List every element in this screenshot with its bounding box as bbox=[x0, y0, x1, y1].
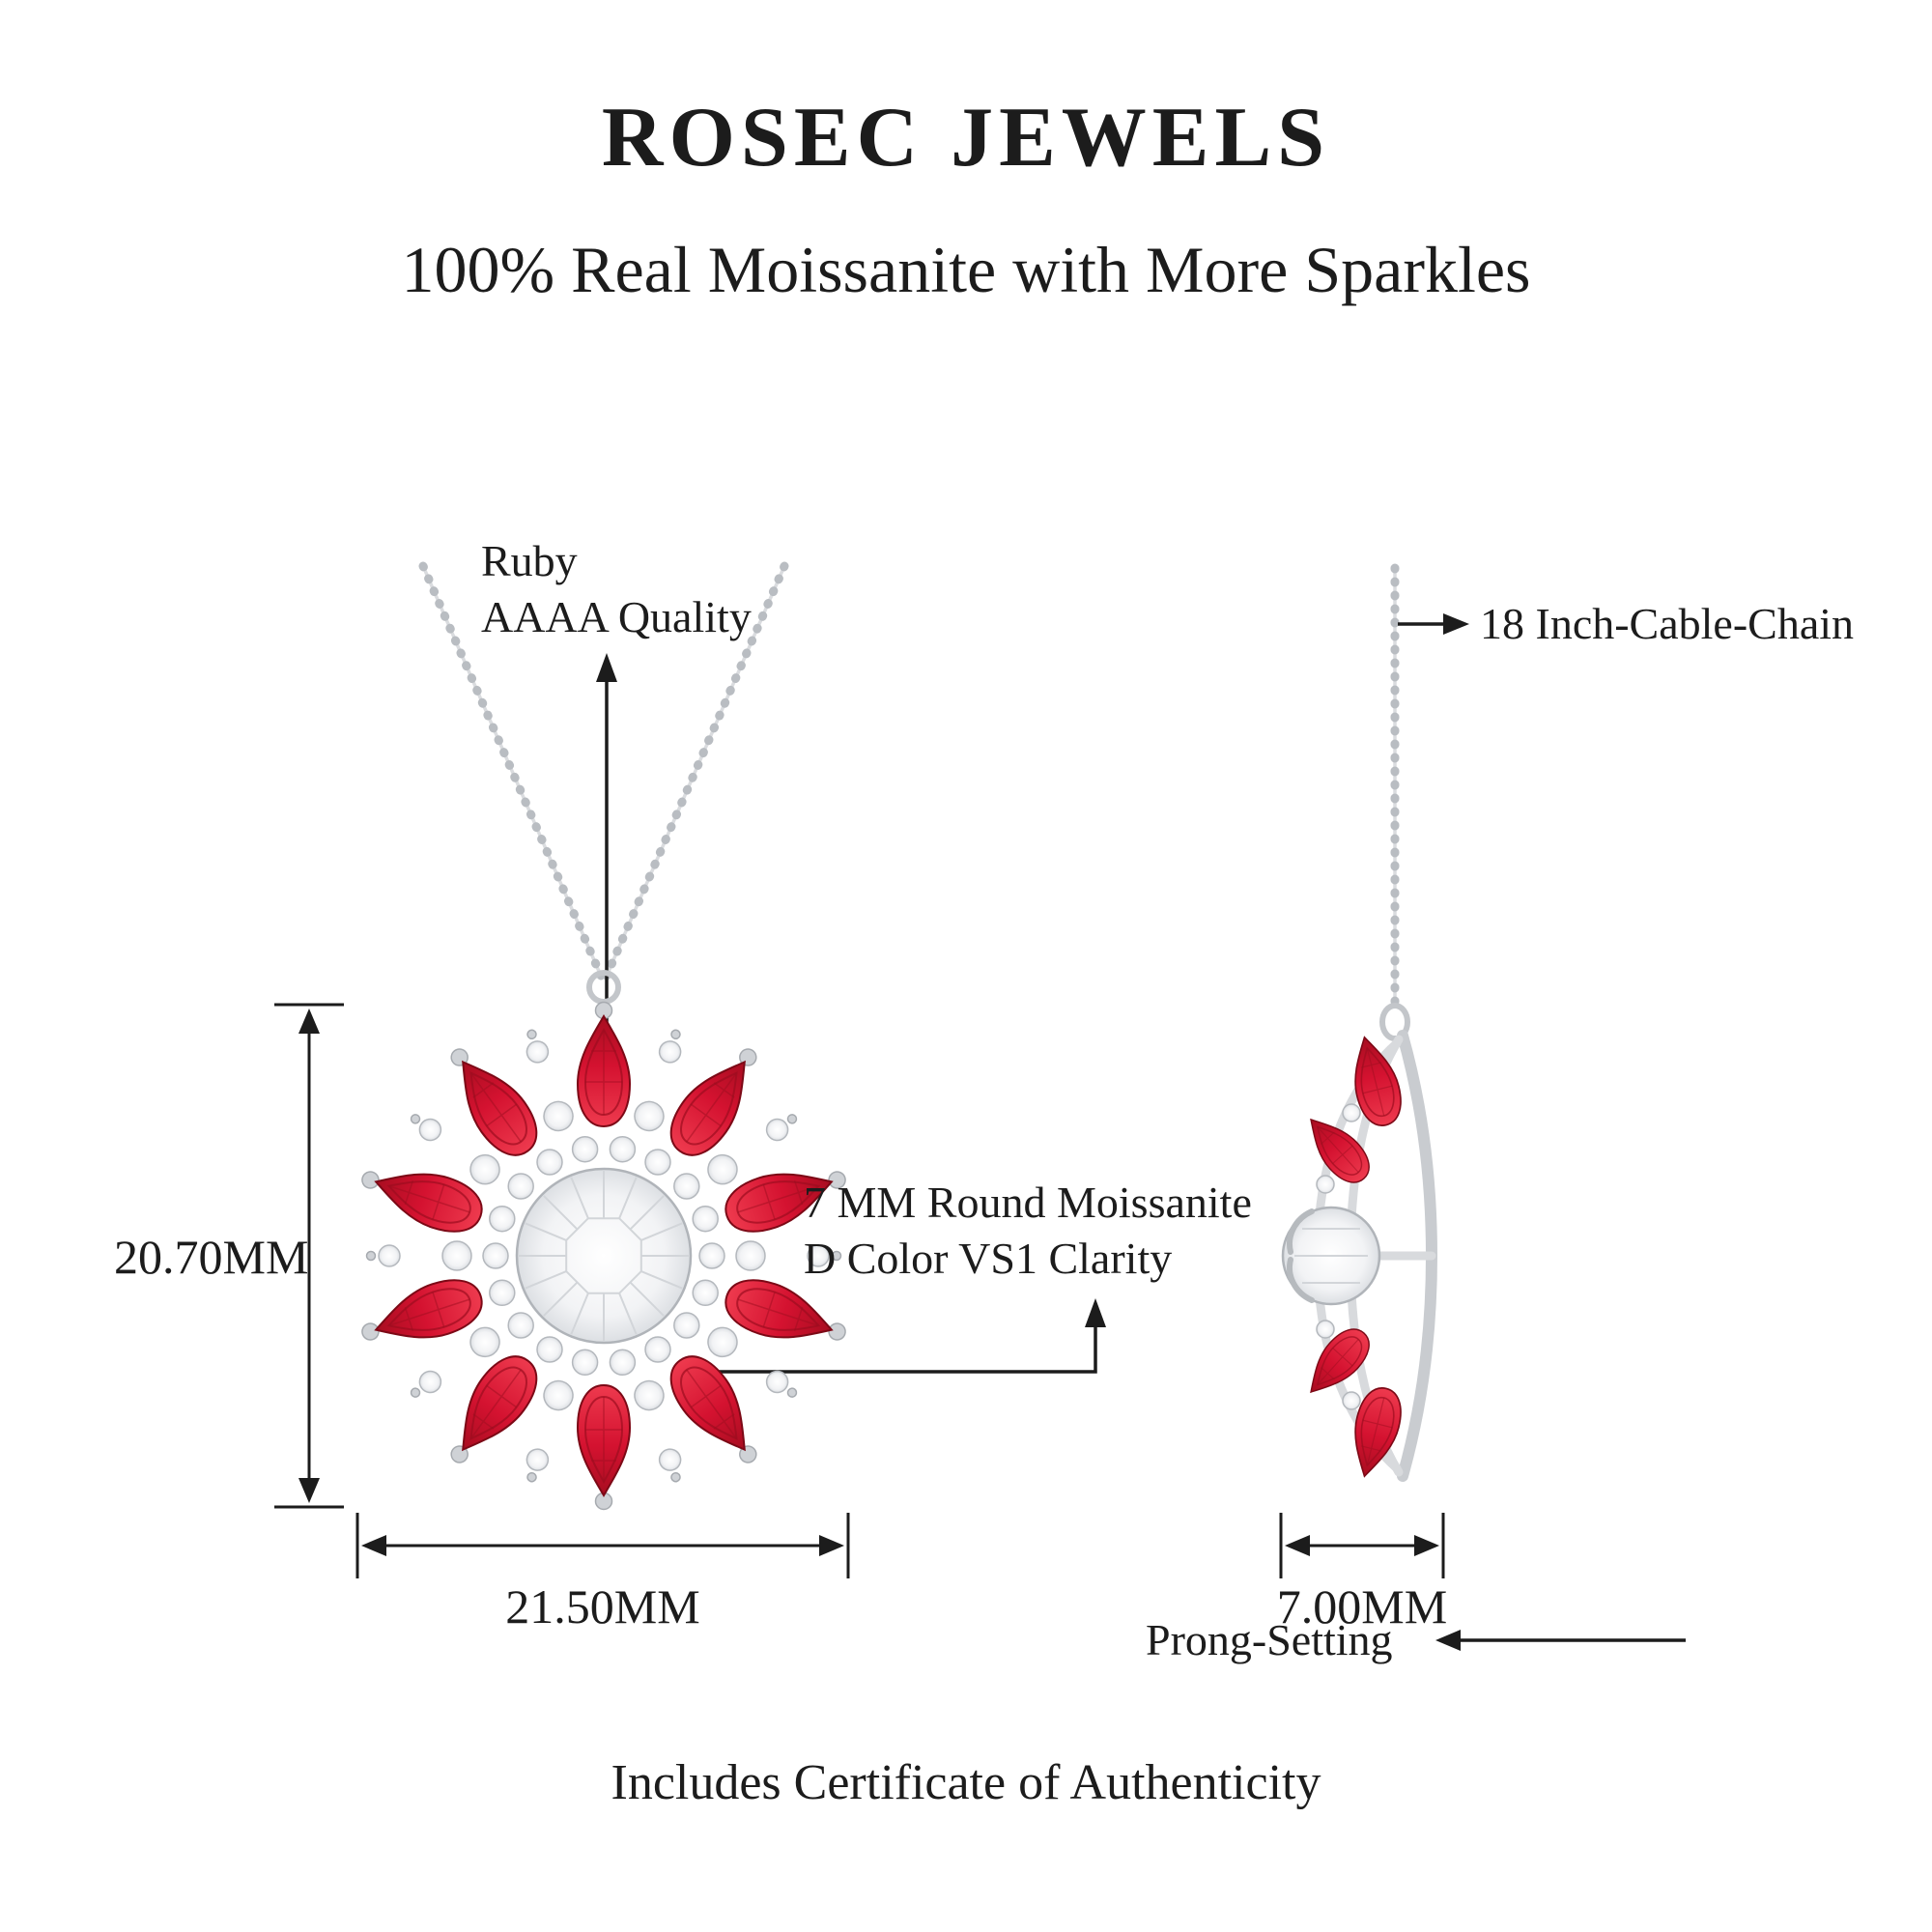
moissanite-annotation-line1: 7 MM Round Moissanite bbox=[804, 1178, 1252, 1227]
ruby-annotation-line2: AAAA Quality bbox=[481, 592, 752, 641]
moissanite-annotation-line2: D Color VS1 Clarity bbox=[804, 1234, 1173, 1283]
height-dimension bbox=[274, 1003, 344, 1509]
ruby-annotation-arrow bbox=[596, 653, 617, 1028]
prong-annotation-arrow bbox=[1435, 1630, 1686, 1651]
depth-dimension bbox=[1279, 1513, 1445, 1578]
width-dimension bbox=[355, 1513, 850, 1578]
chain-annotation-arrow bbox=[1398, 613, 1469, 635]
depth-dimension-label: 7.00MM bbox=[1276, 1579, 1448, 1634]
pendant-side-view bbox=[1281, 1003, 1438, 1483]
accent-diamonds bbox=[365, 1029, 842, 1483]
brand-title: ROSEC JEWELS bbox=[601, 91, 1331, 185]
ruby-petals bbox=[361, 1001, 846, 1511]
front-chain-right bbox=[602, 561, 789, 980]
front-chain-left bbox=[418, 561, 606, 980]
center-moissanite bbox=[515, 1167, 693, 1345]
tagline: 100% Real Moissanite with More Sparkles bbox=[401, 233, 1531, 306]
halo-diamonds bbox=[482, 1135, 725, 1377]
ruby-annotation: Ruby AAAA Quality bbox=[481, 533, 752, 645]
height-dimension-label: 20.70MM bbox=[114, 1230, 309, 1284]
prong-setting-annotation: Prong-Setting bbox=[1146, 1615, 1393, 1664]
moissanite-annotation-arrow bbox=[676, 1298, 1106, 1374]
ruby-annotation-line1: Ruby bbox=[481, 536, 578, 585]
width-dimension-label: 21.50MM bbox=[505, 1579, 700, 1634]
pendant-front-view bbox=[361, 1001, 846, 1511]
chain-annotation: 18 Inch-Cable-Chain bbox=[1480, 599, 1855, 648]
moissanite-annotation: 7 MM Round Moissanite D Color VS1 Clarit… bbox=[804, 1175, 1252, 1287]
certificate-note: Includes Certificate of Authenticity bbox=[611, 1755, 1321, 1810]
